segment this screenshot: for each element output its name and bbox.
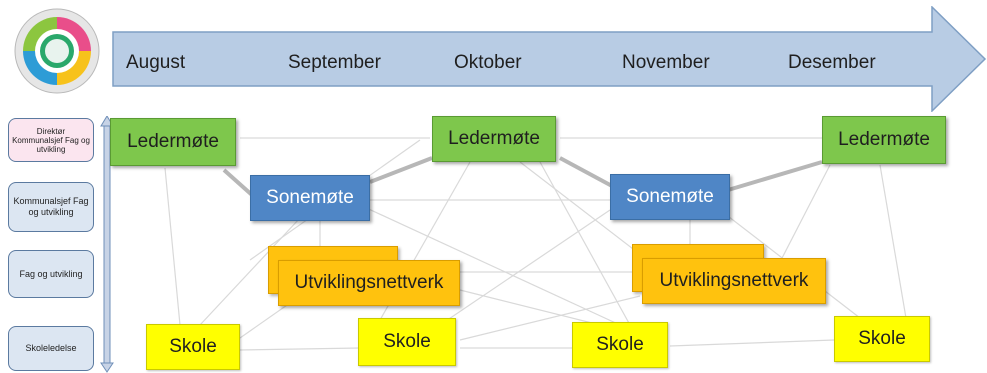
role-fag-og-utvikling-label: Fag og utvikling xyxy=(19,268,83,279)
sonemote-label-1: Sonemøte xyxy=(266,187,354,208)
line-leder3-utv2 xyxy=(779,164,831,263)
line-leder3-skole4 xyxy=(879,164,907,319)
connector-leder2-sone2 xyxy=(559,156,613,188)
ledermote-label-2: Ledermøte xyxy=(448,128,540,149)
skole-box-1: Skole xyxy=(146,324,240,370)
role-director: Direktør Kommunalsjef Fag og utvikling xyxy=(8,118,94,162)
line-skole-3 xyxy=(669,339,835,347)
skole-label-2: Skole xyxy=(383,331,431,352)
ledermote-label-1: Ledermøte xyxy=(127,131,219,152)
ledermote-box-1: Ledermøte xyxy=(110,118,236,166)
utviklingsnettverk-box-2: Utviklingsnettverk xyxy=(642,258,826,304)
month-september: September xyxy=(288,52,381,73)
month-november: November xyxy=(622,52,710,73)
month-desember: Desember xyxy=(788,52,876,73)
role-kommunalsjef: Kommunalsjef Fag og utvikling xyxy=(8,182,94,232)
role-kommunalsjef-label: Kommunalsjef Fag og utvikling xyxy=(13,196,89,217)
sonemote-box-1: Sonemøte xyxy=(250,175,370,221)
connector-sone1-leder2 xyxy=(369,156,433,184)
role-fag-og-utvikling: Fag og utvikling xyxy=(8,250,94,298)
line-leder1-skole1 xyxy=(164,167,181,326)
skole-label-3: Skole xyxy=(596,334,644,355)
logo xyxy=(14,8,100,94)
ledermote-box-3: Ledermøte xyxy=(822,116,946,164)
role-axis-arrow xyxy=(100,116,114,373)
month-oktober: Oktober xyxy=(454,52,522,73)
utviklingsnettverk-label-1: Utviklingsnettverk xyxy=(294,272,444,293)
line-skole-1 xyxy=(239,347,361,351)
utviklingsnettverk-label-2: Utviklingsnettverk xyxy=(659,270,809,291)
ledermote-label-3: Ledermøte xyxy=(838,129,930,150)
connector-sone2-leder3 xyxy=(727,160,823,192)
skole-label-4: Skole xyxy=(858,328,906,349)
sonemote-box-2: Sonemøte xyxy=(610,174,730,220)
role-skoleledelse-label: Skoleledelse xyxy=(25,343,77,353)
role-director-label: Direktør Kommunalsjef Fag og utvikling xyxy=(12,126,90,154)
month-august: August xyxy=(126,52,186,73)
timeline-arrow: August September Oktober November Desemb… xyxy=(112,6,987,112)
connector-leder1-sone1 xyxy=(222,168,254,197)
sonemote-label-2: Sonemøte xyxy=(626,186,714,207)
skole-box-4: Skole xyxy=(834,316,930,362)
role-skoleledelse: Skoleledelse xyxy=(8,326,94,371)
skole-box-2: Skole xyxy=(358,318,456,366)
ledermote-box-2: Ledermøte xyxy=(432,116,556,162)
utviklingsnettverk-box-1: Utviklingsnettverk xyxy=(278,260,460,306)
skole-label-1: Skole xyxy=(169,336,217,357)
line-sone2-skole2 xyxy=(439,209,611,326)
skole-box-3: Skole xyxy=(572,322,668,368)
